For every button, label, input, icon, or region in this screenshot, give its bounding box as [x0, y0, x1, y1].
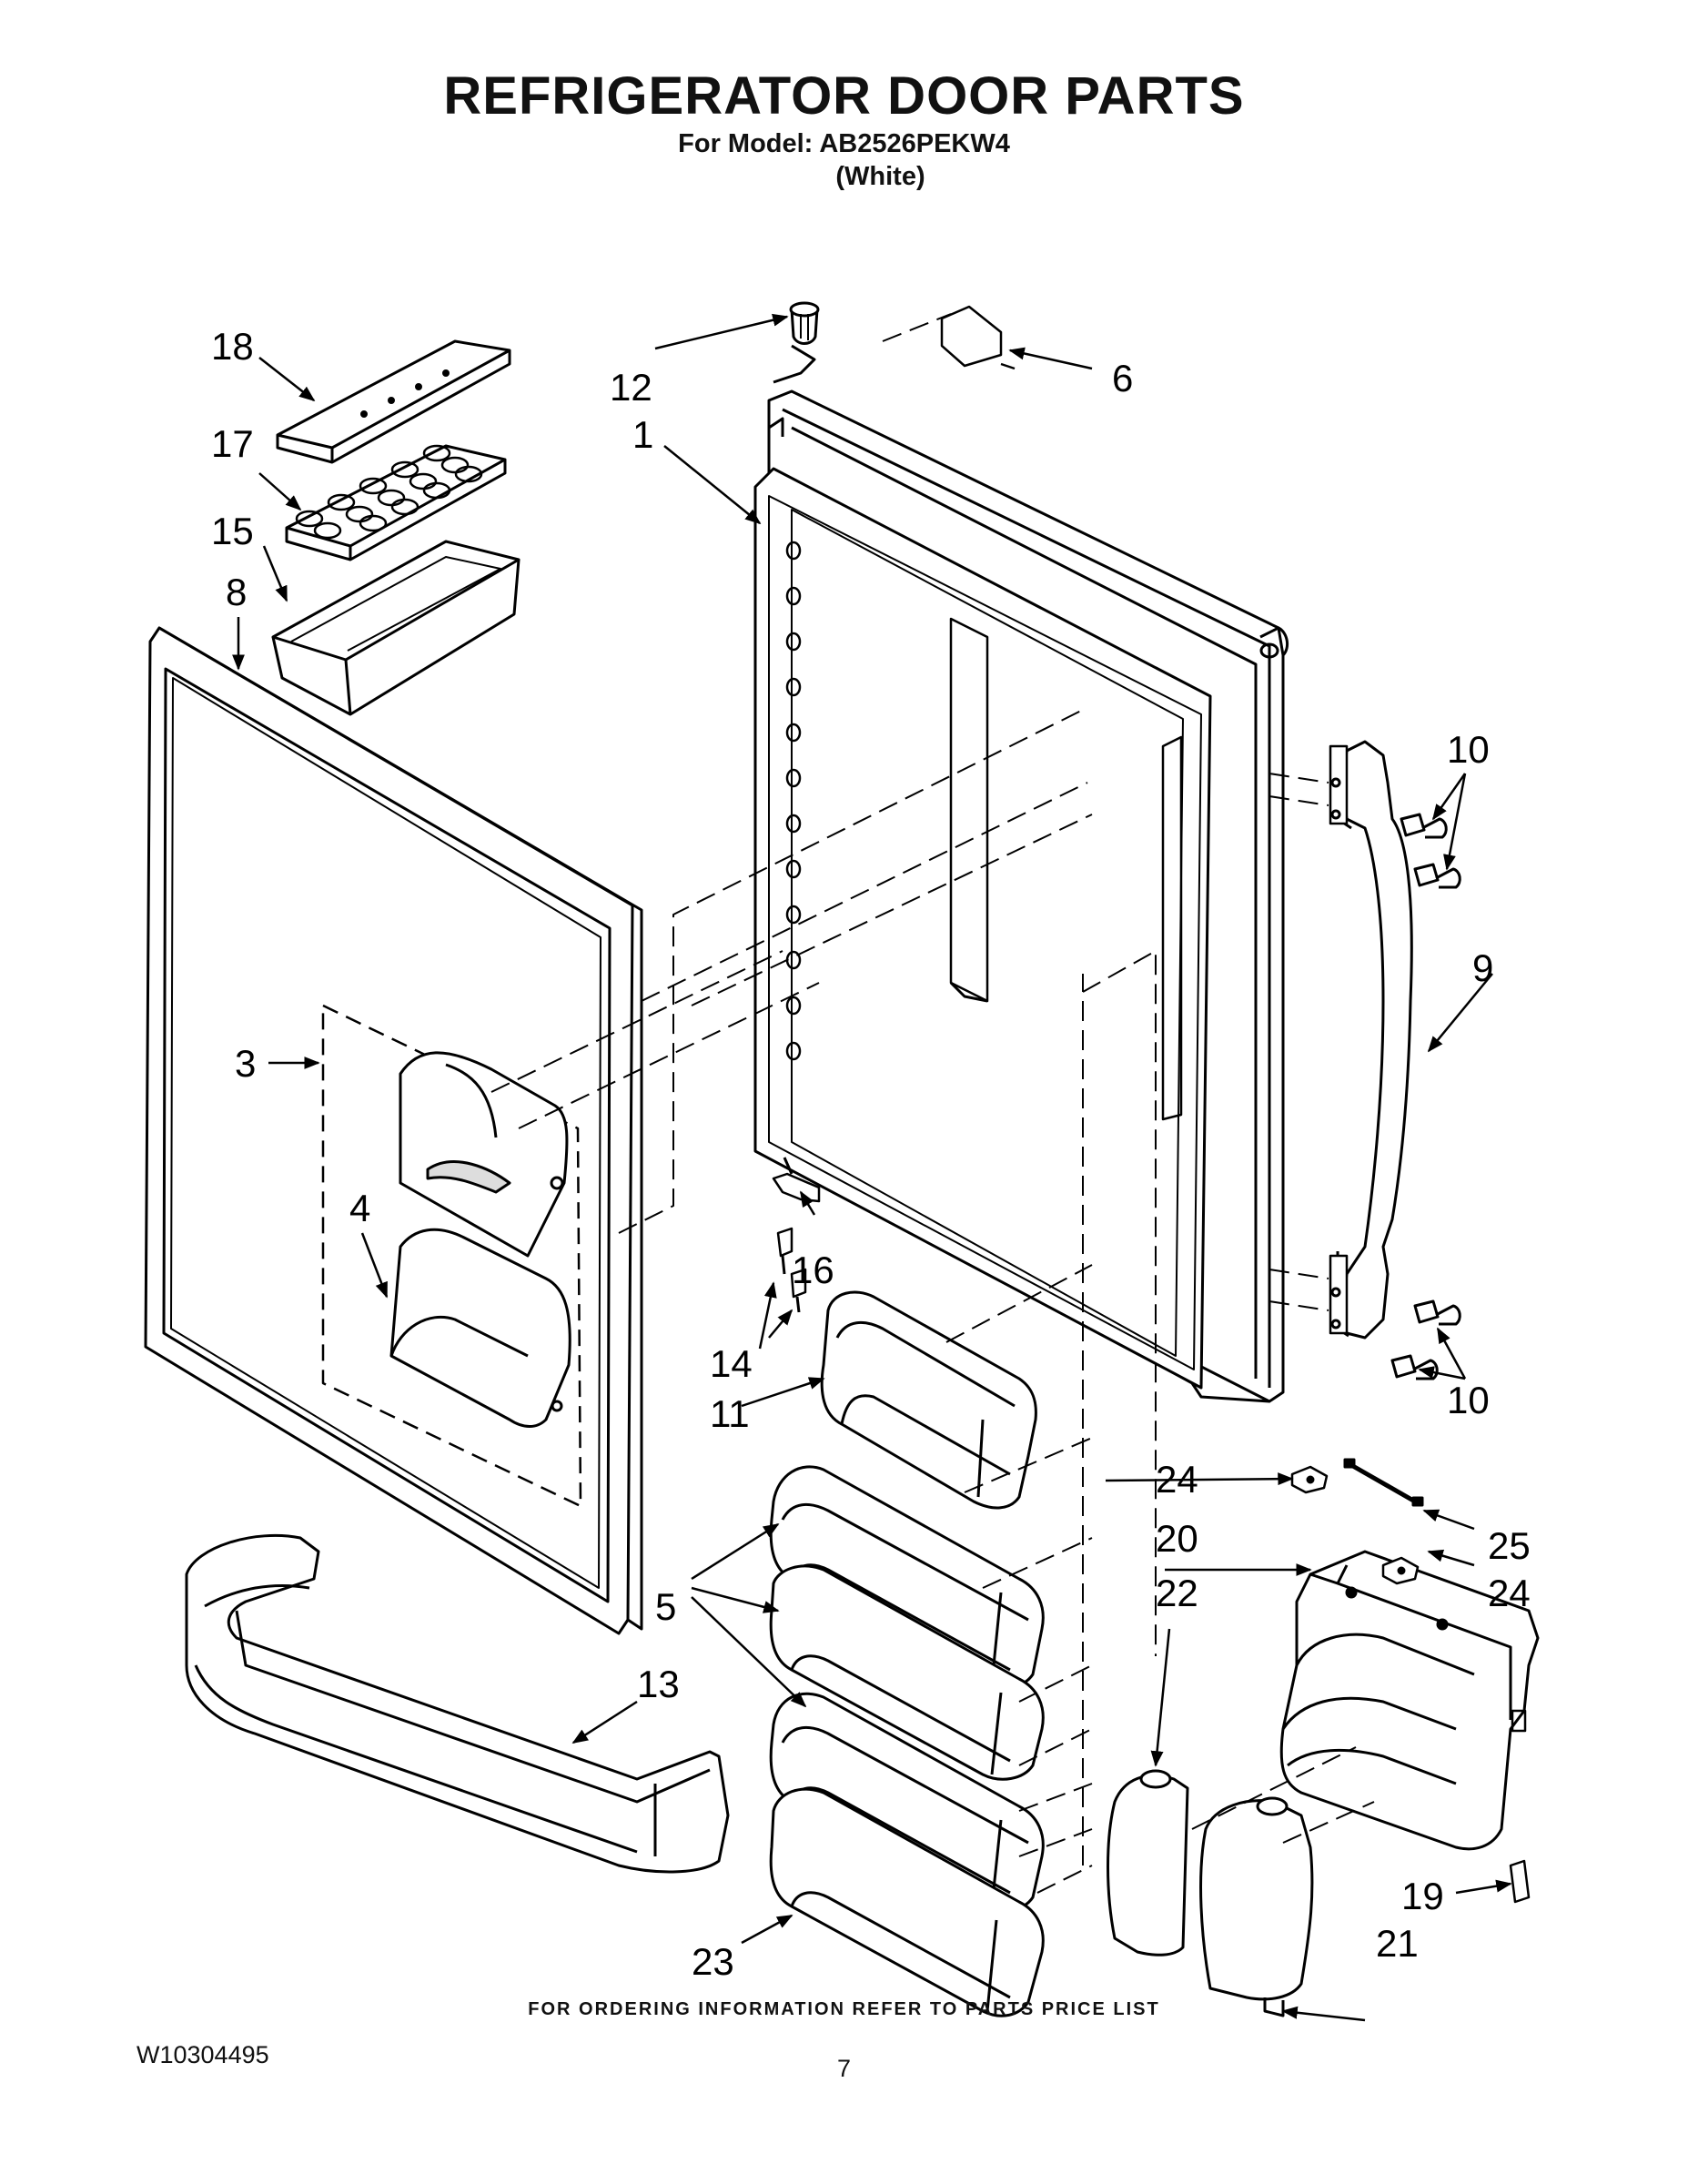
page-number: 7: [837, 2055, 852, 2082]
callout-12: 12: [610, 366, 652, 409]
callout-19: 19: [1401, 1875, 1444, 1917]
callout-13: 13: [637, 1663, 680, 1705]
callout-16: 16: [792, 1249, 834, 1291]
callout-22: 22: [1156, 1572, 1198, 1614]
callout-17: 17: [211, 422, 254, 465]
callout-21: 21: [1376, 1922, 1419, 1965]
part-24-clip-lower: [1381, 1556, 1420, 1585]
callout-25: 25: [1488, 1524, 1531, 1567]
part-12-hinge-bushing: [789, 301, 820, 345]
part-4-ice-tray: [389, 1228, 571, 1428]
callout-leaders: [232, 313, 1512, 2022]
callout-10-lower: 10: [1447, 1379, 1490, 1421]
part-10-screws-lower: [1390, 1299, 1461, 1380]
model-line: For Model: AB2526PEKW4: [678, 129, 1010, 158]
part-5-door-bin-middle: [769, 1564, 1045, 1781]
part-18-egg-tray-cover: [276, 339, 511, 464]
callout-24-upper: 24: [1156, 1458, 1198, 1501]
part-25-wire: [1343, 1458, 1424, 1507]
callout-18: 18: [211, 325, 254, 368]
callout-23: 23: [692, 1940, 734, 1983]
callout-labels: 18 17 15 8 12 1 6 3 4 10 9 10 16 14 11 5…: [211, 325, 1531, 1983]
part-20-dispenser-housing: [1279, 1550, 1540, 1851]
callout-5: 5: [655, 1585, 676, 1628]
part-14-screws: [776, 1227, 807, 1313]
assembly-guide-lines: [490, 313, 1375, 1894]
part-17-egg-tray: [285, 444, 507, 561]
part-23-door-bin: [769, 1787, 1045, 2017]
part-19-clip: [1509, 1859, 1531, 1904]
callout-3: 3: [235, 1042, 256, 1085]
callout-6: 6: [1112, 357, 1133, 399]
part-22-water-cover: [1107, 1769, 1189, 1956]
part-3-ice-cover: [399, 1051, 569, 1258]
part-24-clip-upper: [1290, 1465, 1329, 1494]
part-13-door-bin: [185, 1533, 730, 1874]
callout-4: 4: [349, 1187, 370, 1229]
part-21-water-tank: [1199, 1796, 1314, 2017]
callout-10-upper: 10: [1447, 728, 1490, 771]
color-line: (White): [835, 162, 925, 191]
callout-20: 20: [1156, 1517, 1198, 1560]
part-11-small-bin: [820, 1290, 1037, 1510]
part-15-dairy-bin: [271, 540, 521, 716]
ordering-note: FOR ORDERING INFORMATION REFER TO PARTS …: [528, 1999, 1160, 2019]
page-title: REFRIGERATOR DOOR PARTS: [443, 66, 1245, 126]
callout-15: 15: [211, 510, 254, 552]
part-6-label: [940, 305, 1003, 368]
callout-11: 11: [710, 1392, 750, 1435]
part-1-door-liner: [753, 324, 1289, 1403]
part-9-handle: [1329, 740, 1413, 1340]
callout-9: 9: [1472, 946, 1493, 989]
callout-24-lower: 24: [1488, 1572, 1531, 1614]
callout-8: 8: [226, 571, 247, 613]
callout-14: 14: [710, 1342, 753, 1385]
callout-1: 1: [632, 413, 653, 456]
document-number: W10304495: [136, 2041, 269, 2068]
